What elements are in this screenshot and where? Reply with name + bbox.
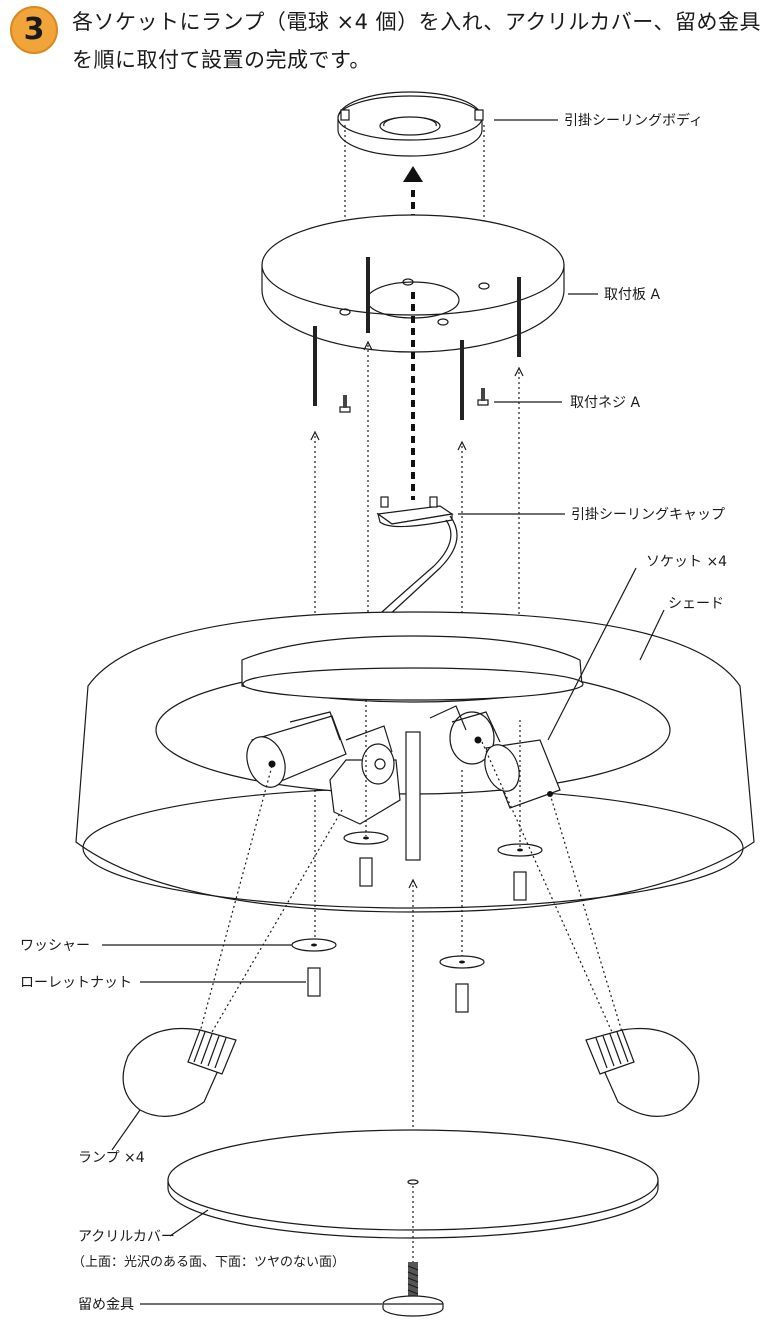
acrylic-cover-part (167, 1129, 659, 1239)
shade-washers-nuts (343, 831, 543, 901)
label-mounting-plate-a: 取付板 A (604, 287, 660, 303)
label-ceiling-body: 引掛シーリングボディ (564, 112, 703, 129)
mounting-screws-a (339, 388, 489, 413)
label-washer: ワッシャー (20, 938, 90, 954)
label-fastener: 留め金具 (78, 1297, 134, 1313)
instruction-header: 3 各ソケットにランプ（電球 ×4 個）を入れ、アクリルカバー、留め金具 を順に… (0, 0, 762, 92)
socket-right-1 (429, 705, 501, 765)
instruction-line-1: 各ソケットにランプ（電球 ×4 個）を入れ、アクリルカバー、留め金具 (72, 10, 761, 34)
label-socket: ソケット ×4 (646, 554, 727, 570)
lamp-left (122, 1027, 237, 1117)
center-rod (405, 731, 421, 861)
socket-left (246, 711, 347, 788)
label-ceiling-cap: 引掛シーリングキャップ (571, 507, 725, 523)
fastener-part (382, 1262, 444, 1317)
socket-center (329, 725, 401, 825)
label-shade: シェード (668, 596, 724, 612)
washer-left-part (291, 938, 337, 952)
label-acrylic-cover: アクリルカバー (78, 1229, 175, 1245)
label-acrylic-cover-note: （上面：光沢のある面、下面：ツヤのない面） (72, 1255, 345, 1270)
instruction-line-2: を順に取付て設置の完成です。 (72, 48, 371, 72)
ceiling-body-part (337, 91, 484, 157)
washer-right-part (439, 955, 485, 1013)
ceiling-cap-part (367, 496, 458, 647)
label-knurled-nut: ローレットナット (20, 975, 132, 991)
lamp-right (585, 1027, 700, 1117)
label-mounting-screw-a: 取付ネジ A (570, 395, 640, 411)
knurled-nut-left-part (307, 967, 321, 997)
step-number-badge: 3 (10, 6, 58, 54)
threaded-rods (313, 257, 521, 420)
label-lamp: ランプ ×4 (78, 1150, 145, 1166)
